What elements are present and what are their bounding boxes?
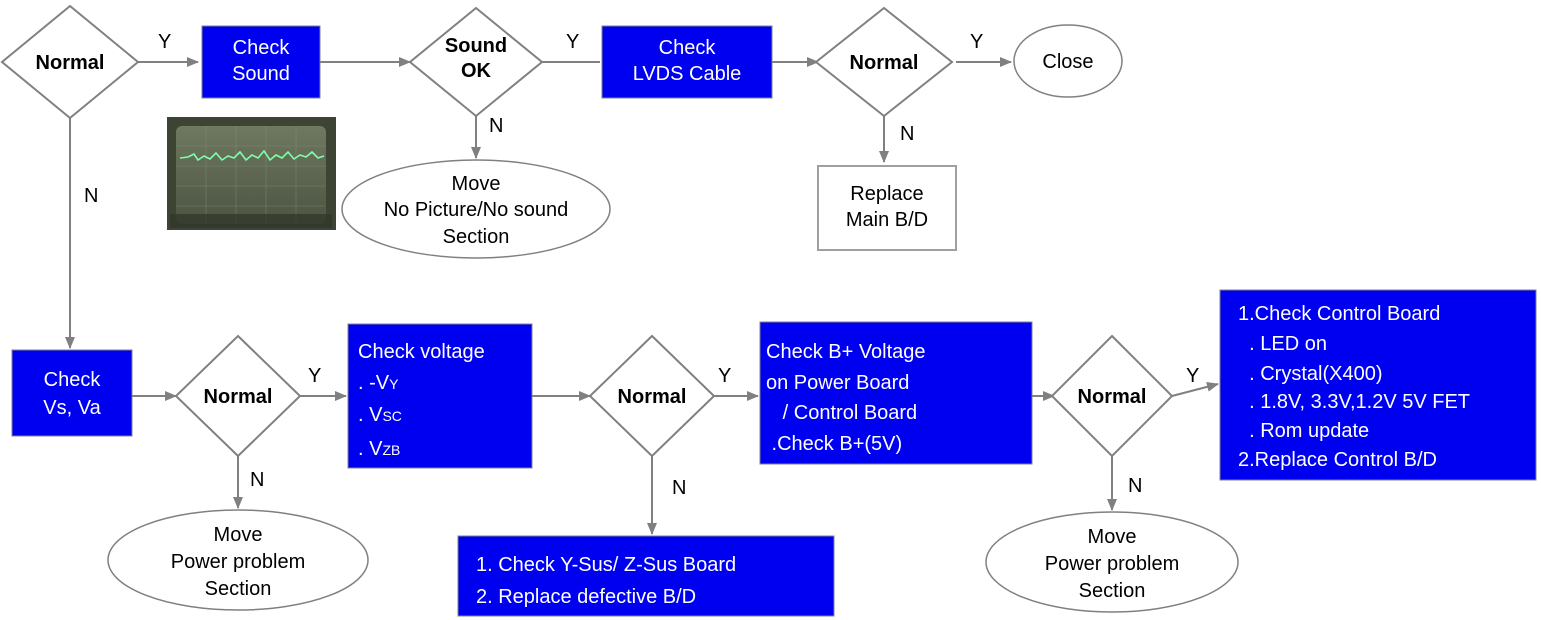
terminal-line: Power problem [1045, 553, 1180, 575]
box-line: 2. Replace defective B/D [476, 586, 696, 608]
edge-label-y: Y [718, 365, 731, 387]
check-lvds-box: Check LVDS Cable [602, 26, 772, 98]
check-control-box: 1.Check Control Board . LED on . Crystal… [1220, 290, 1536, 480]
decision-normal-4: Normal [590, 336, 714, 456]
decision-label: Normal [36, 52, 105, 74]
check-voltage-box: Check voltage . -VY . VSC . VZB [348, 324, 532, 468]
box-line: Check [659, 37, 717, 59]
check-bplus-box: Check B+ Voltage on Power Board / Contro… [760, 322, 1032, 464]
edge-label-y: Y [970, 31, 983, 53]
box-line: Check [44, 369, 102, 391]
decision-normal-3: Normal [176, 336, 300, 456]
edge-label-y: Y [308, 365, 321, 387]
box-line: . Crystal(X400) [1238, 363, 1382, 385]
decision-label: Normal [850, 52, 919, 74]
decision-label: Normal [618, 386, 687, 408]
voltage-item: . VZB [358, 438, 400, 460]
box-line: Check B+ Voltage [766, 341, 926, 363]
edge-label-y: Y [1186, 365, 1199, 387]
edge-label-n: N [84, 185, 98, 207]
check-vsva-box: Check Vs, Va [12, 350, 132, 436]
edge-label-n: N [1128, 475, 1142, 497]
box-line: 1.Check Control Board [1238, 303, 1440, 325]
decision-normal-5: Normal [1052, 336, 1172, 456]
box-line: . Rom update [1238, 420, 1369, 442]
box-line: Sound [232, 63, 290, 85]
move-power-terminal-1: Move Power problem Section [108, 510, 368, 610]
box-line: / Control Board [766, 402, 917, 424]
close-terminal: Close [1014, 25, 1122, 97]
decision-label-line: Sound [445, 35, 507, 57]
edge-label-y: Y [566, 31, 579, 53]
terminal-line: Move [452, 173, 501, 195]
terminal-label: Close [1042, 51, 1093, 73]
decision-label: Normal [204, 386, 273, 408]
voltage-item: . -VY [358, 372, 399, 394]
terminal-line: Section [1079, 580, 1146, 602]
box-line: Main B/D [846, 209, 928, 231]
terminal-line: Move [214, 524, 263, 546]
terminal-line: Section [205, 578, 272, 600]
check-sound-box: Check Sound [202, 26, 320, 98]
decision-normal-top: Normal [2, 6, 138, 118]
box-line: .Check B+(5V) [766, 433, 902, 455]
voltage-item: . VSC [358, 404, 402, 426]
terminal-line: Power problem [171, 551, 306, 573]
box-line: 1. Check Y-Sus/ Z-Sus Board [476, 554, 736, 576]
box-title: Check voltage [358, 341, 485, 363]
box-line: Vs, Va [43, 397, 101, 419]
terminal-line: No Picture/No sound [384, 199, 569, 221]
decision-sound-ok: Sound OK [410, 8, 542, 116]
box-line: . LED on [1238, 333, 1327, 355]
box-line: 2.Replace Control B/D [1238, 449, 1437, 471]
decision-normal-2: Normal [816, 8, 952, 116]
box-line: Check [233, 37, 291, 59]
edge-label-y: Y [158, 31, 171, 53]
terminal-line: Section [443, 226, 510, 248]
box-line: LVDS Cable [633, 63, 742, 85]
terminal-line: Move [1088, 526, 1137, 548]
oscilloscope-photo [167, 117, 336, 230]
edge-label-n: N [672, 477, 686, 499]
box-line: . 1.8V, 3.3V,1.2V 5V FET [1238, 391, 1470, 413]
edge-label-n: N [250, 469, 264, 491]
edge-label-n: N [489, 115, 503, 137]
box-line: Replace [850, 183, 923, 205]
move-no-picture-terminal: Move No Picture/No sound Section [342, 160, 610, 258]
replace-main-box: Replace Main B/D [818, 166, 956, 250]
decision-label-line: OK [461, 60, 492, 82]
edge-label-n: N [900, 123, 914, 145]
decision-label: Normal [1078, 386, 1147, 408]
box-line: on Power Board [766, 372, 909, 394]
check-ysus-box: 1. Check Y-Sus/ Z-Sus Board 2. Replace d… [458, 536, 834, 616]
move-power-terminal-2: Move Power problem Section [986, 512, 1238, 612]
